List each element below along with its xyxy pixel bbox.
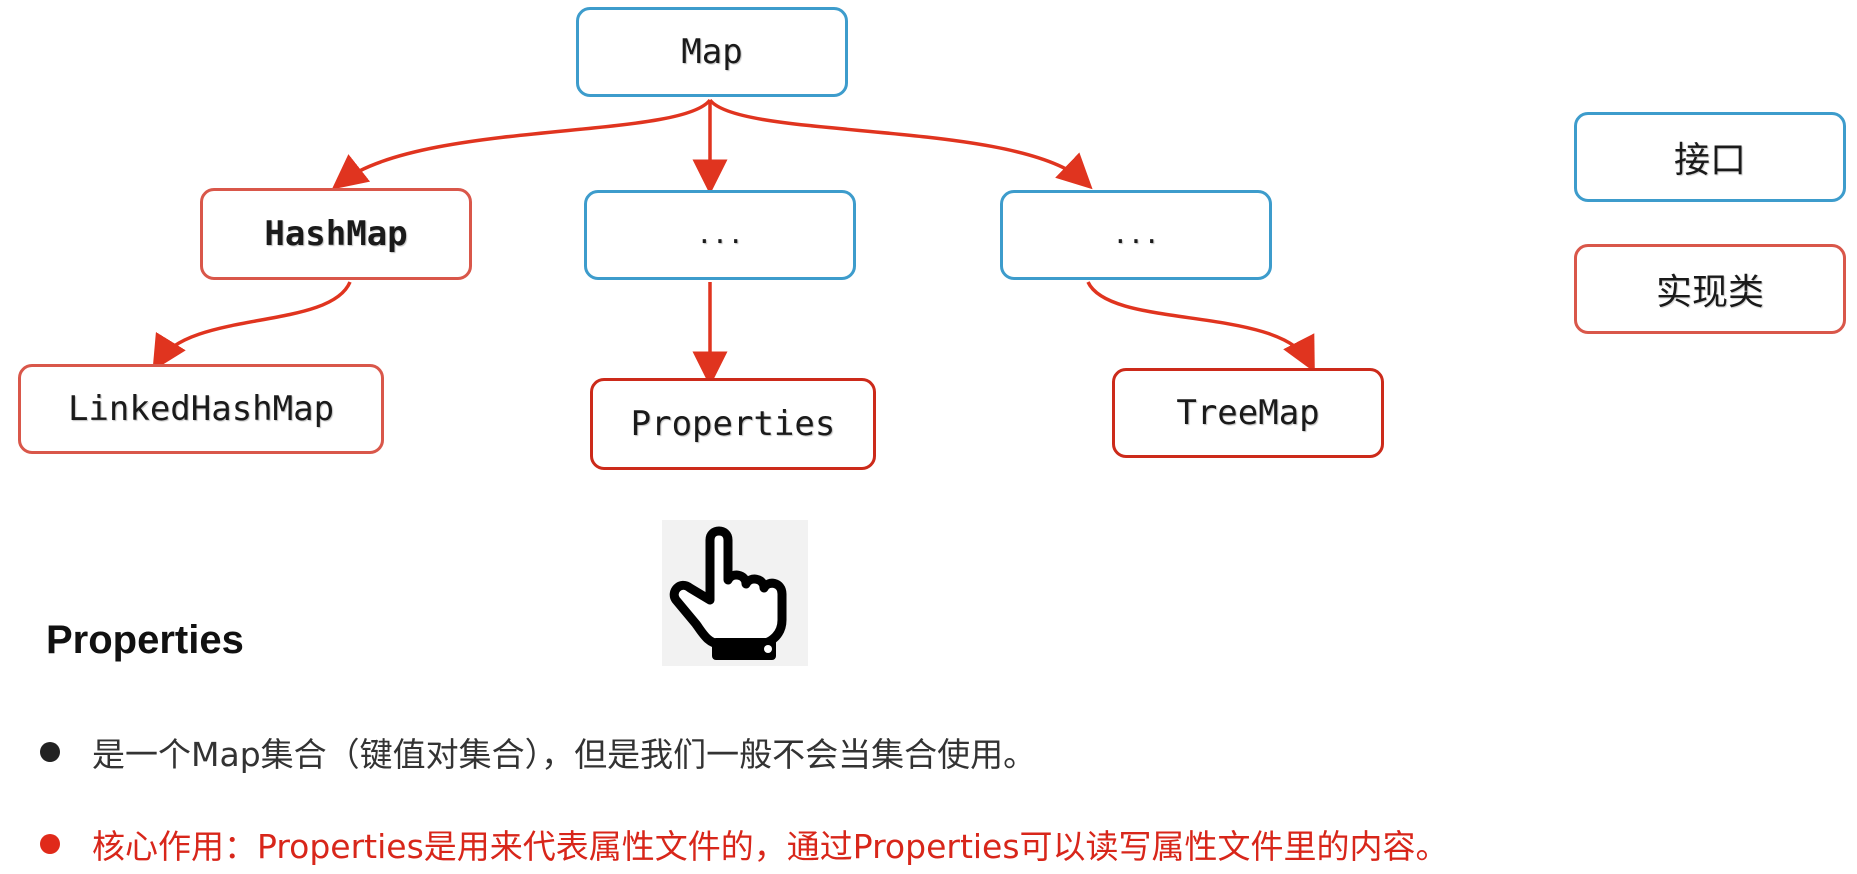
- pointing-hand-icon: [662, 520, 808, 666]
- legend-interface-label: 接口: [1673, 140, 1746, 181]
- node-linkedhashmap: LinkedHashMap: [18, 364, 384, 454]
- node-properties-label: Properties: [630, 404, 836, 444]
- legend-interface: 接口: [1574, 112, 1846, 202]
- bullet-dot-icon: [40, 834, 60, 854]
- node-hashmap: HashMap: [200, 188, 472, 280]
- node-treemap-label: TreeMap: [1176, 393, 1320, 433]
- bullet-item-2: 核心作用：Properties是用来代表属性文件的，通过Properties可以…: [40, 820, 1449, 868]
- arrow-map-to-hashmap: [331, 98, 712, 190]
- legend-implementation-label: 实现类: [1655, 272, 1764, 313]
- legend-implementation: 实现类: [1574, 244, 1846, 334]
- section-title: Properties: [46, 618, 244, 662]
- bullet-dot-icon: [40, 742, 60, 762]
- node-hashmap-label: HashMap: [264, 214, 408, 254]
- node-properties: Properties: [590, 378, 876, 470]
- arrow-ellipsis-to-treemap: [1086, 281, 1315, 373]
- node-treemap: TreeMap: [1112, 368, 1384, 458]
- node-ellipsis-right-label: ...: [1112, 220, 1160, 250]
- bullet-item-2-text: 核心作用：Properties是用来代表属性文件的，通过Properties可以…: [92, 827, 1449, 866]
- node-ellipsis-middle: ...: [584, 190, 856, 280]
- bullet-item-1: 是一个Map集合（键值对集合），但是我们一般不会当集合使用。: [40, 728, 1036, 776]
- node-map: Map: [576, 7, 848, 97]
- bullet-item-1-text: 是一个Map集合（键值对集合），但是我们一般不会当集合使用。: [92, 735, 1037, 774]
- node-ellipsis-middle-label: ...: [696, 220, 744, 250]
- node-linkedhashmap-label: LinkedHashMap: [67, 389, 335, 429]
- arrow-hashmap-to-linkedhashmap: [152, 281, 352, 371]
- node-map-label: Map: [681, 32, 743, 72]
- arrow-map-to-ellipsis-right: [708, 98, 1093, 190]
- node-ellipsis-right: ...: [1000, 190, 1272, 280]
